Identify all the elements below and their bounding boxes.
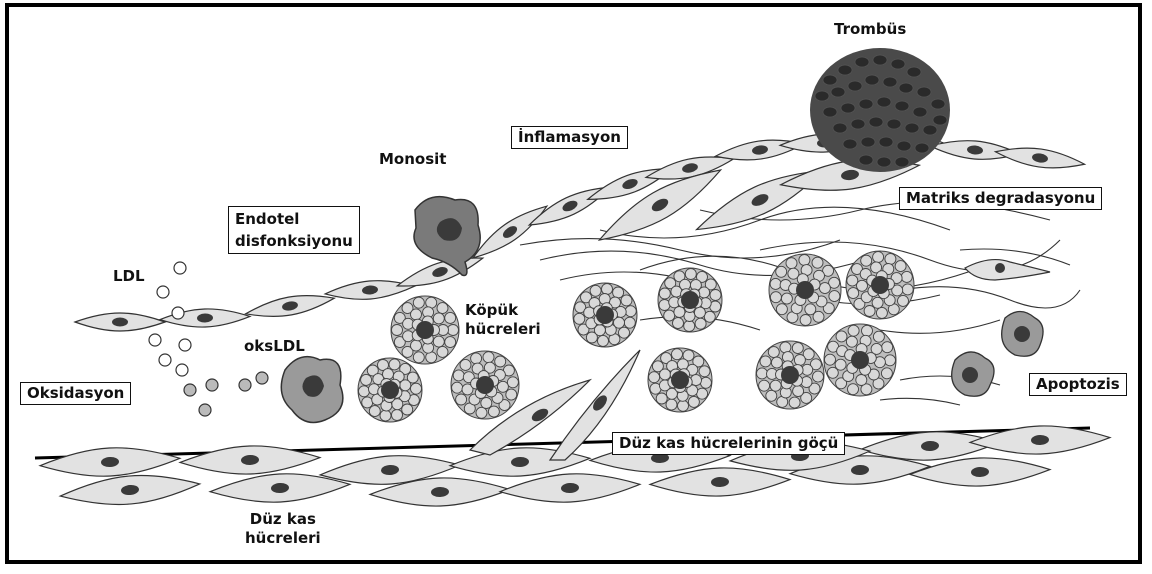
matrix-degradation-label: Matriks degradasyonu bbox=[899, 187, 1102, 210]
thrombus bbox=[810, 48, 950, 172]
oxidation-label: Oksidasyon bbox=[20, 382, 131, 405]
smooth-muscle-line2: hücreleri bbox=[245, 529, 321, 548]
foam-cells-line2: hücreleri bbox=[465, 320, 541, 339]
foam-cell bbox=[756, 341, 824, 409]
foam-cell bbox=[769, 254, 841, 326]
endothelial-dysfunction-box: Endotel disfonksiyonu bbox=[228, 206, 360, 254]
foam-cell bbox=[846, 251, 914, 319]
endothelial-line1: Endotel bbox=[235, 208, 353, 230]
foam-cell bbox=[658, 268, 722, 332]
foam-cell bbox=[573, 283, 637, 347]
foam-cell bbox=[648, 348, 712, 412]
monocyte-label: Monosit bbox=[379, 150, 446, 169]
foam-cell bbox=[391, 296, 459, 364]
foam-cell bbox=[358, 358, 422, 422]
oxldl-particles bbox=[184, 372, 268, 416]
apoptosis-label: Apoptozis bbox=[1029, 373, 1127, 396]
foam-cells-line1: Köpük bbox=[465, 301, 541, 320]
endothelial-line2: disfonksiyonu bbox=[235, 230, 353, 252]
thrombus-label: Trombüs bbox=[834, 20, 906, 39]
smooth-muscle-label: Düz kas hücreleri bbox=[245, 510, 321, 548]
oxldl-label: oksLDL bbox=[244, 337, 305, 356]
smooth-muscle-line1: Düz kas bbox=[245, 510, 321, 529]
smc-migration-label: Düz kas hücrelerinin göçü bbox=[612, 432, 845, 455]
foam-cell bbox=[451, 351, 519, 419]
macrophage bbox=[281, 357, 343, 423]
foam-cells-label: Köpük hücreleri bbox=[465, 301, 541, 339]
inflammation-label: İnflamasyon bbox=[511, 126, 628, 149]
foam-cell bbox=[824, 324, 896, 396]
ldl-label: LDL bbox=[113, 267, 145, 286]
